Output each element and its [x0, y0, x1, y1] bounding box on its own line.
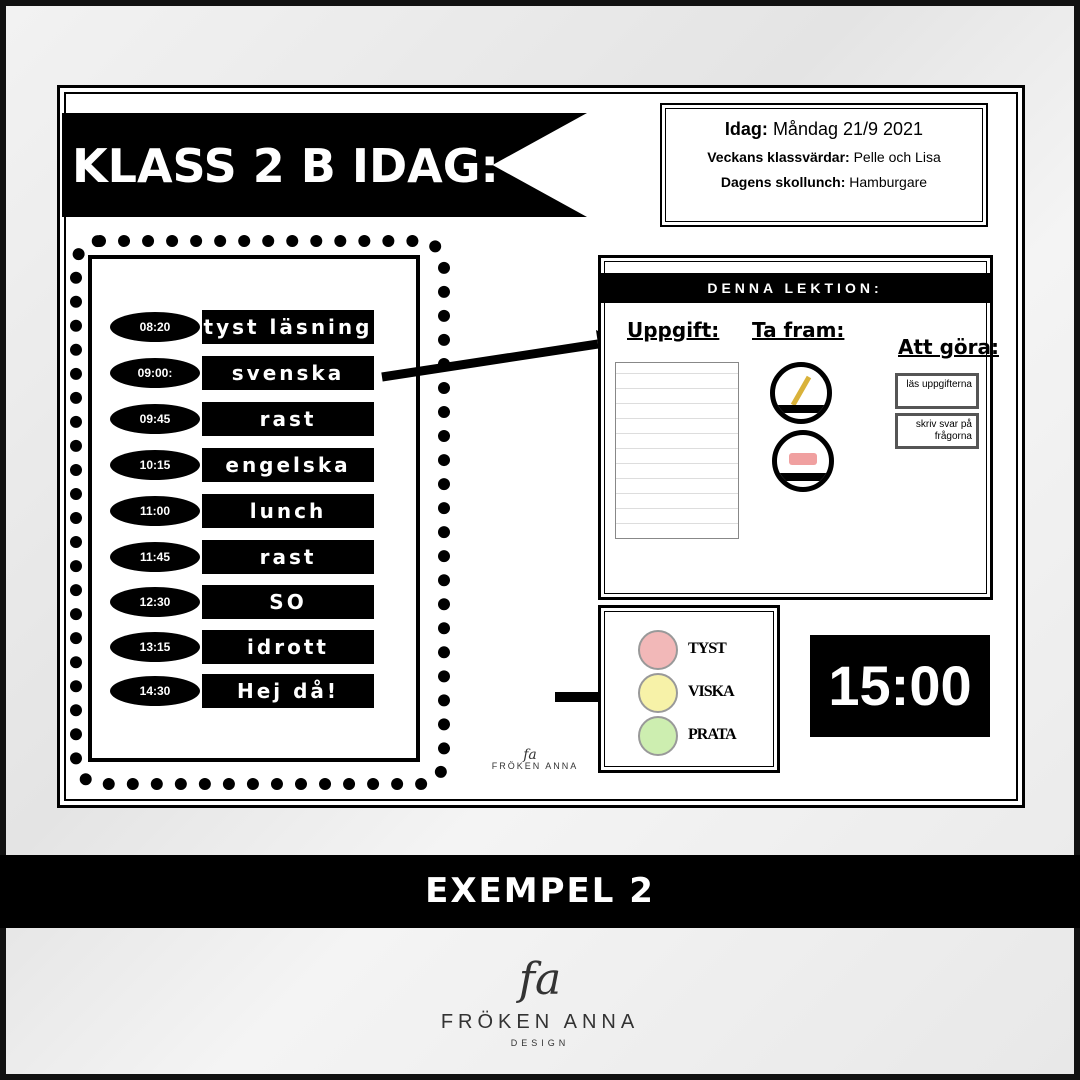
task-heading: Uppgift:: [627, 318, 720, 342]
subject-label: SO: [202, 585, 374, 619]
noise-level-label: TYST: [688, 640, 727, 657]
subject-label: rast: [202, 402, 374, 436]
to-do-heading: Att göra:: [898, 335, 999, 359]
hosts-value: Pelle och Lisa: [853, 149, 941, 165]
subject-label: lunch: [202, 494, 374, 528]
time-pill: 08:20: [110, 312, 200, 342]
title: KLASS 2 B IDAG:: [72, 139, 499, 193]
time-pill: 14:30: [110, 676, 200, 706]
subject-label: rast: [202, 540, 374, 574]
time-pill: 09:00:: [110, 358, 200, 388]
slide-logo: fa FRÖKEN ANNA: [0, 747, 1080, 772]
timer: 15:00: [810, 635, 990, 737]
scalloped-frame: [70, 235, 450, 790]
footer-logo: fa FRÖKEN ANNA DESIGN: [0, 954, 1080, 1049]
pencil-icon: [770, 362, 832, 424]
todo-text: skriv svar på frågorna: [915, 419, 972, 442]
lunch-value: Hamburgare: [849, 174, 928, 190]
subject-label: idrott: [202, 630, 374, 664]
today-label: Idag:: [724, 119, 768, 139]
take-out-heading: Ta fram:: [752, 318, 845, 342]
subject-label: Hej då!: [202, 674, 374, 708]
arrow-icon: [381, 330, 618, 382]
logo-mark: fa: [523, 747, 537, 763]
subject-label: tyst läsning: [202, 310, 374, 344]
info-box: Idag: Måndag 21/9 2021 Veckans klassvärd…: [660, 103, 988, 227]
subject-label: engelska: [202, 448, 374, 482]
logo-name: FRÖKEN ANNA: [440, 1011, 640, 1033]
noise-level-icon: [638, 673, 678, 713]
lunch-label: Dagens skollunch:: [720, 174, 846, 190]
worksheet-thumbnail: [615, 362, 739, 539]
hosts-label: Veckans klassvärdar:: [707, 149, 850, 165]
noise-level-panel: [598, 605, 780, 773]
noise-level-icon: [638, 630, 678, 670]
time-pill: 13:15: [110, 632, 200, 662]
logo-sub: DESIGN: [510, 1038, 570, 1048]
lesson-header: DENNA LEKTION:: [600, 273, 990, 303]
logo-name: FRÖKEN ANNA: [491, 761, 579, 771]
time-pill: 11:00: [110, 496, 200, 526]
logo-mark: fa: [518, 954, 562, 1005]
todo-card: skriv svar på frågorna: [895, 413, 979, 449]
time-pill: 11:45: [110, 542, 200, 572]
eraser-icon: [772, 430, 834, 492]
todo-card: läs uppgifterna: [895, 373, 979, 409]
time-pill: 12:30: [110, 587, 200, 617]
noise-level-label: VISKA: [688, 683, 735, 700]
todo-text: läs uppgifterna: [906, 379, 972, 390]
subject-label: svenska: [202, 356, 374, 390]
time-pill: 09:45: [110, 404, 200, 434]
caption-band: EXEMPEL 2: [0, 855, 1080, 928]
noise-level-label: PRATA: [688, 726, 737, 743]
today-value: Måndag 21/9 2021: [772, 119, 924, 139]
time-pill: 10:15: [110, 450, 200, 480]
noise-level-icon: [638, 716, 678, 756]
